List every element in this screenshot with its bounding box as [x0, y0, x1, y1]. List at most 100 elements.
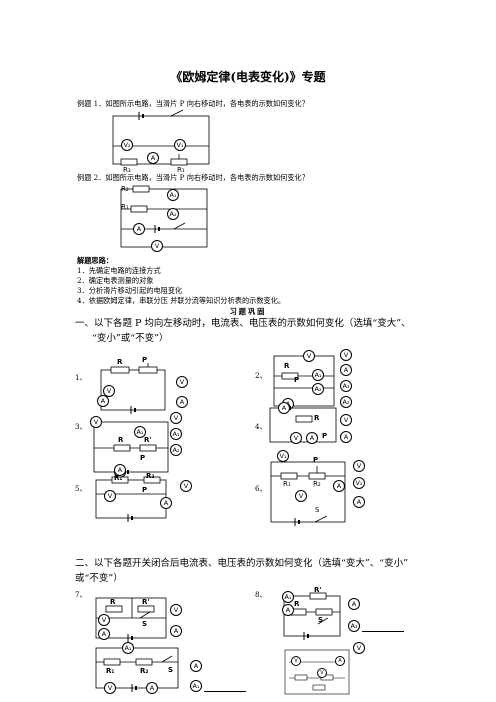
- voltmeter: V: [103, 385, 115, 397]
- answer-voltmeter: V: [170, 604, 182, 616]
- voltmeter-v1: V₁: [174, 139, 186, 151]
- ammeter: A: [333, 480, 345, 492]
- answer-ammeter: A: [348, 598, 360, 610]
- voltmeter: V: [90, 416, 102, 428]
- problem-6-wires: [270, 461, 346, 526]
- voltmeter: V: [104, 490, 116, 502]
- answer-ammeter: A: [340, 364, 352, 376]
- answer-ammeter: A: [176, 396, 188, 408]
- label-s: S: [318, 616, 324, 624]
- voltmeter: V: [151, 240, 163, 252]
- label-p: P: [140, 454, 146, 462]
- problem-8-number: 8、: [255, 590, 267, 599]
- idea-3: 3．分析滑片移动引起的电阻变化: [77, 286, 183, 295]
- label-p: P: [294, 376, 300, 384]
- label-r2: R₂: [313, 480, 321, 488]
- ammeter-small: A: [335, 656, 345, 666]
- answer-voltmeter: V: [353, 460, 365, 472]
- problem-7-circuit-b: A₁ R₁ R₂ S V A: [92, 642, 182, 694]
- label-r: R: [118, 436, 124, 444]
- answer-blank[interactable]: [362, 630, 404, 632]
- ammeter-a2: A₂: [312, 383, 324, 395]
- ammeter: A: [133, 223, 145, 235]
- idea-2: 2．确定电表测量的对象: [77, 276, 154, 285]
- answer-voltmeter: V: [176, 376, 188, 388]
- problem-7-circuit-a: R R' V S A: [92, 592, 172, 642]
- label-s: S: [168, 666, 174, 674]
- label-r2: R₂: [121, 185, 129, 193]
- answer-ammeter-a1: A₁: [170, 428, 182, 440]
- answer-voltmeter: V: [180, 480, 192, 492]
- label-r1: R₁: [121, 203, 129, 211]
- problem-1-circuit: R P V A: [95, 356, 195, 414]
- ammeter-a1: A₁: [282, 591, 294, 603]
- ammeter: A: [146, 682, 158, 694]
- voltmeter: V: [295, 490, 307, 502]
- part-2-question-cont: 或“不变”）: [75, 573, 123, 584]
- answer-ammeter: A: [170, 625, 182, 637]
- example-1-circuit: V₂ A V₁ R₃ R₁: [111, 108, 211, 174]
- problem-5-number: 5、: [75, 484, 87, 493]
- answer-voltmeter-v2: V₂: [353, 477, 365, 489]
- ammeter: A: [147, 152, 159, 164]
- practice-heading: 习题巩固: [229, 307, 267, 316]
- answer-ammeter: A: [160, 497, 172, 509]
- answer-ammeter-a1: A₁: [340, 380, 352, 392]
- ammeter-a2: A₂: [167, 208, 179, 220]
- ideas-heading: 解题思路：: [77, 256, 113, 265]
- problem-7-wires-b: [95, 647, 179, 692]
- ammeter: A: [97, 395, 109, 407]
- answer-ammeter: A: [353, 496, 365, 508]
- problem-3-wires: [93, 421, 169, 476]
- ammeter-a1: A₁: [134, 426, 146, 438]
- label-r3: R₃: [123, 166, 131, 174]
- answer-voltmeter: V: [340, 414, 352, 426]
- problem-2-number: 2、: [255, 371, 267, 380]
- label-r1: R₁: [283, 480, 291, 488]
- answer-ammeter-a2: A₂: [340, 396, 352, 408]
- problem-8-circuit: R' A₁ R S A: [280, 586, 350, 640]
- problem-2-circuit: V R A₁ P A₂ A: [270, 350, 340, 410]
- label-p: P: [322, 432, 328, 440]
- label-rp: R': [314, 586, 322, 594]
- answer-ammeter-a2: A₂: [170, 444, 182, 456]
- problem-6-circuit: V₁ P R₁ R₂ A V S: [265, 450, 350, 526]
- ammeter-a1: A₁: [167, 189, 179, 201]
- voltmeter: V: [303, 350, 315, 362]
- problem-7-number: 7、: [75, 590, 87, 599]
- label-r1: R₁: [114, 474, 123, 482]
- problem-3-number: 3、: [75, 422, 87, 431]
- problem-5-circuit: A R₁ R₂ V P: [92, 464, 177, 522]
- part-1-question: 一、以下各题 P 均向左移动时，电流表、电压表的示数如何变化（选填“变大”、: [75, 318, 411, 329]
- label-r: R: [110, 598, 116, 606]
- example-2-circuit: R₂ R₁ A₁ A₂ A V: [119, 183, 214, 253]
- answer-ammeter-a1: A₁: [190, 680, 202, 692]
- voltmeter: V: [290, 432, 302, 444]
- problem-4-circuit: A R V A P: [266, 402, 346, 447]
- part-1-question-cont: “变小”或“不变”）: [92, 333, 169, 344]
- problem-8-circuit-b: V A V: [283, 648, 353, 696]
- ammeter: A: [278, 402, 290, 414]
- voltmeter: V: [98, 614, 110, 626]
- label-r: R: [314, 414, 320, 422]
- label-r1: R₁: [177, 166, 185, 174]
- problem-1-number: 1、: [75, 373, 87, 382]
- label-p: P: [313, 456, 319, 464]
- problem-2-wires: [273, 355, 335, 407]
- label-r: R: [294, 600, 300, 608]
- answer-blank[interactable]: [204, 690, 246, 692]
- ammeter-2: A: [306, 432, 318, 444]
- answer-voltmeter: V: [353, 642, 365, 654]
- problem-1-wires: [100, 363, 166, 414]
- answer-voltmeter: V: [170, 412, 182, 424]
- voltmeter-v1: V₁: [277, 450, 289, 462]
- answer-ammeter-a1: A₁: [348, 620, 360, 632]
- label-r2: R₂: [146, 472, 155, 480]
- ammeter-a1: A₁: [122, 642, 134, 654]
- label-r: R: [284, 362, 290, 370]
- voltmeter-v2: V₂: [121, 139, 133, 151]
- label-r1: R₁: [106, 667, 115, 675]
- problem-6-number: 6、: [255, 484, 267, 493]
- label-p: P: [142, 486, 148, 494]
- voltmeter-small-2: V: [317, 668, 327, 678]
